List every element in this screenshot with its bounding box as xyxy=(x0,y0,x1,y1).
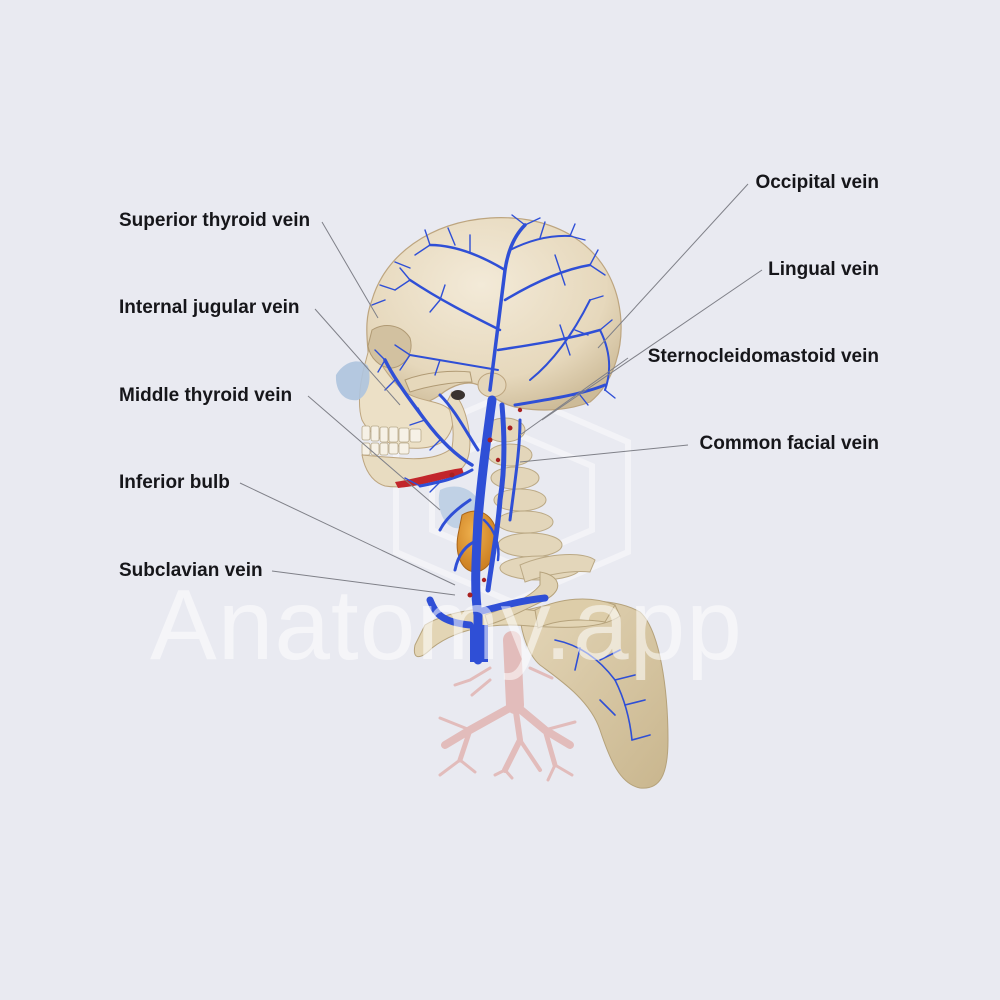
label-middle-thyroid-vein: Middle thyroid vein xyxy=(119,385,293,406)
vein-network xyxy=(371,214,651,741)
watermark-text: Anatomy.app xyxy=(150,569,743,681)
acromion xyxy=(534,598,616,629)
label-common-facial-vein: Common facial vein xyxy=(699,433,880,454)
zygomatic-arch xyxy=(404,370,473,393)
label-inferior-bulb: Inferior bulb xyxy=(119,472,230,493)
nasal-cartilage xyxy=(335,361,370,401)
label-sternocleidomastoid-vein: Sternocleidomastoid vein xyxy=(647,346,879,367)
leader-lines xyxy=(239,183,763,596)
trachea xyxy=(438,631,577,782)
lymph-nodes xyxy=(449,407,523,598)
label-occipital-vein: Occipital vein xyxy=(755,172,879,193)
scapula xyxy=(519,600,669,789)
tongue xyxy=(395,468,464,488)
ear-canal xyxy=(451,390,465,400)
label-subclavian-vein: Subclavian vein xyxy=(119,560,263,581)
label-superior-thyroid-vein: Superior thyroid vein xyxy=(119,210,311,231)
mandible xyxy=(361,391,471,488)
label-internal-jugular-vein: Internal jugular vein xyxy=(119,297,300,318)
brachiocephalic-vein xyxy=(470,625,488,662)
label-lingual-vein: Lingual vein xyxy=(768,259,879,280)
